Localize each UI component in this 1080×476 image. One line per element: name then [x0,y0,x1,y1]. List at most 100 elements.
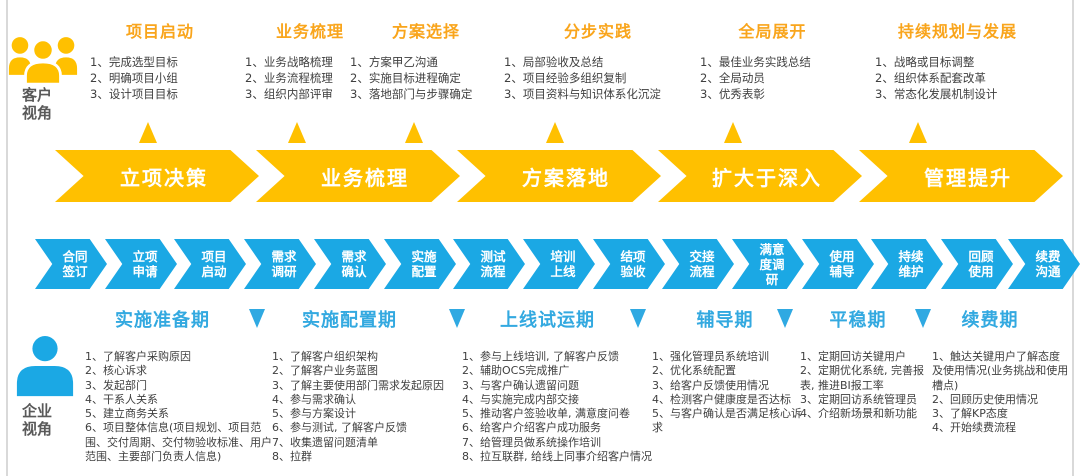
list-item: 4、检测客户健康度是否达标 [652,392,791,406]
list-item: 4、参与需求确认 [272,392,356,406]
list-item: 2、回顾历史使用情况 [932,392,1038,406]
section-title: 全局展开 [738,22,807,41]
step-label: 需求 调研 [271,249,297,279]
list-item: 2、实施目标进程确定 [350,71,461,86]
up-arrow-icon [724,122,742,143]
list-item: 2、辅助OCS完成推广 [462,364,570,378]
list-item: 8、拉互联群, 给线上同事介绍客户情况 [462,450,652,464]
list-item: 7、收集遗留问题清单 [272,435,378,449]
list-item: 2、项目经验多组织复制 [504,71,627,86]
list-item: 3、组织内部评审 [245,87,333,102]
step-label: 续费 沟通 [1035,249,1061,279]
list-item: 1、参与上线培训, 了解客户反馈 [462,350,619,363]
list-item: 3、了解KP态度 [932,407,1008,421]
phase-arrow-expand-deepen: 扩大于深入 [658,150,862,202]
down-arrow-icon [915,309,931,328]
list-item: 3、项目资料与知识体系化沉淀 [504,87,661,102]
list-item: 6、参与测试, 了解客户反馈 [272,421,407,435]
list-item: 5、参与方案设计 [272,407,356,421]
phase-arrow-solution-landing: 方案落地 [457,150,661,202]
list-item: 1、战略或目标调整 [875,55,975,69]
list-item: 2、优化系统配置 [652,364,736,378]
phase-arrow-label: 管理提升 [924,165,1012,190]
list-item: 3、给客户反馈使用情况 [652,378,769,392]
up-arrow-icon [405,122,423,143]
step-label: 合同 签订 [62,249,88,279]
step-contract-signing: 合同 签订 [35,239,107,289]
step-renewal-communication: 续费 沟通 [1008,239,1080,289]
customer-group-icon [8,37,78,86]
enterprise-perspective-label: 企业 视角 [22,402,53,438]
down-arrow-icon [449,309,465,328]
section-title: 持续规划与发展 [897,22,1017,41]
list-item: 4、干系人关系 [85,392,158,406]
step-label: 使用 辅导 [829,249,855,279]
step-satisfaction-survey: 满意 度调 研 [732,239,804,289]
period-renewal: 续费期 [961,310,1019,331]
step-project-acceptance: 结项 验收 [593,239,665,289]
period-implementation-config: 实施配置期 [302,310,397,331]
list-item: 2、组织体系配套改革 [875,71,986,86]
step-label: 培训 上线 [550,249,576,279]
up-arrow-icon [546,122,564,143]
phase-arrow-label: 立项决策 [120,165,208,190]
list-item: 1、定期回访关键用户 [800,350,906,363]
period-trial-operation: 上线试运期 [500,310,595,331]
list-item: 3、优秀表彰 [700,87,765,102]
down-arrow-icon [777,309,793,328]
step-test-process: 测试 流程 [453,239,525,289]
phase-arrow-label: 方案落地 [522,165,610,190]
step-project-kickoff: 项目 启动 [174,239,246,289]
step-label: 持续 维护 [898,249,924,279]
list-item: 1、强化管理员系统培训 [652,350,769,363]
down-arrow-icon [249,309,265,328]
period-coaching: 辅导期 [696,310,754,331]
step-project-application: 立项 申请 [105,239,177,289]
list-item: 1、了解客户采购原因 [85,350,191,363]
list-item: 5、建立商务关系 [85,407,169,421]
step-label: 实施 配置 [411,249,437,279]
list-item: 1、触达关键用户了解态度及使用情况(业务挑战和使用槽点) [932,350,1069,392]
step-label: 立项 申请 [132,249,158,279]
phase-arrow-project-decision: 立项决策 [55,150,259,202]
list-item: 5、与客户确认是否满足核心诉求 [652,407,802,435]
step-label: 满意 度调 研 [759,241,785,287]
list-item: 2、了解客户业务蓝图 [272,364,378,378]
step-training-launch: 培训 上线 [523,239,595,289]
list-item: 3、常态化发展机制设计 [875,87,998,102]
list-item: 2、核心诉求 [85,364,147,378]
step-label: 结项 验收 [620,249,646,279]
up-arrow-icon [909,122,927,143]
down-arrow-icon [630,309,646,328]
list-item: 1、完成选型目标 [90,55,178,69]
list-item: 4、与实施完成内部交接 [462,392,579,406]
step-label: 需求 确认 [341,249,367,279]
list-item: 3、了解主要使用部门需求发起原因 [272,378,444,392]
person-icon [16,336,74,397]
list-item: 7、给管理员做系统操作培训 [462,435,601,449]
list-item: 1、最佳业务实践总结 [700,55,811,69]
list-item: 6、给客户介绍客户成功服务 [462,421,601,435]
customer-perspective-label: 客户 视角 [22,86,53,122]
step-review-usage: 回顾 使用 [941,239,1013,289]
list-item: 2、定期优化系统, 完善报表, 推进BI报工率 [800,364,924,392]
list-item: 1、了解客户组织架构 [272,350,378,363]
list-item: 4、介绍新场景和新功能 [800,407,917,421]
list-item: 3、定期回访系统管理员 [800,392,917,406]
list-item: 3、落地部门与步骤确定 [350,87,473,102]
section-title: 项目启动 [125,22,194,41]
list-item: 5、推动客户签验收单, 满意度问卷 [462,407,630,421]
list-item: 1、业务战略梳理 [245,55,333,69]
phase-arrow-business-sorting: 业务梳理 [256,150,460,202]
step-label: 回顾 使用 [968,249,994,279]
